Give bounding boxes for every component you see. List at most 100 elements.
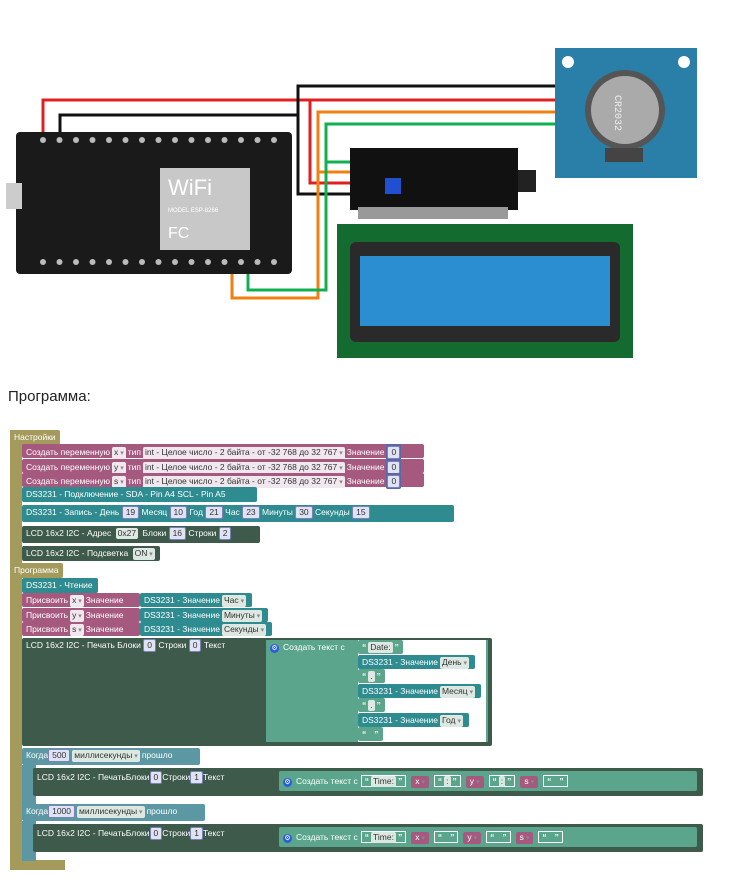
text-literal-block[interactable]: “Time:”: [360, 831, 407, 843]
lcd-print-date-block[interactable]: LCD 16x2 I2C - Печать Блоки 0 Строки 0 Т…: [22, 638, 492, 746]
lcd-backlight-block[interactable]: LCD 16x2 I2C - Подсветка ON: [22, 546, 160, 561]
text-input[interactable]: Time:: [371, 776, 396, 787]
label: Присвоить: [26, 609, 69, 620]
variable-dropdown[interactable]: x: [70, 595, 84, 607]
gear-icon[interactable]: ⚙: [270, 644, 279, 653]
variable-block[interactable]: y: [463, 832, 482, 844]
label: Значение: [85, 624, 124, 634]
unit-dropdown[interactable]: миллисекунды: [77, 806, 145, 818]
text-literal-block[interactable]: “ ”: [486, 831, 511, 843]
month-input[interactable]: 10: [169, 506, 188, 519]
create-text-block[interactable]: ⚙Создать текст с“Time:”x“:”y“:”s“ ”: [279, 771, 697, 791]
milliseconds-input[interactable]: 1000: [48, 805, 76, 818]
row-input[interactable]: 0: [188, 639, 202, 652]
cols-input[interactable]: 16: [168, 527, 187, 540]
create-variable-block[interactable]: Создать переменнуюyтипint - Целое число …: [22, 458, 424, 475]
text-input[interactable]: :: [444, 776, 451, 787]
row-input[interactable]: 1: [190, 771, 203, 784]
text-input[interactable]: Date:: [368, 642, 393, 653]
variable-dropdown[interactable]: s: [70, 624, 84, 636]
year-input[interactable]: 21: [205, 506, 223, 519]
text-literal-block[interactable]: “.”: [358, 669, 385, 683]
variable-block[interactable]: y: [465, 776, 484, 788]
text-literal-block[interactable]: “:”: [488, 775, 516, 787]
header-pin: [238, 259, 244, 265]
variable-block[interactable]: s: [520, 776, 539, 788]
variable-block[interactable]: x: [411, 832, 429, 844]
assign-block[interactable]: ПрисвоитьyЗначение: [22, 607, 140, 622]
address-field[interactable]: 0x27: [115, 528, 139, 539]
ds3231-write-block[interactable]: DS3231 - Запись - День 19 Месяц 10 Год 2…: [22, 505, 454, 522]
text-literal-block[interactable]: “.”: [358, 698, 385, 712]
day-input[interactable]: 19: [121, 506, 140, 519]
value-input[interactable]: 0: [387, 475, 401, 488]
create-text-block[interactable]: ⚙Создать текст с “Date:”DS3231 - Значени…: [266, 640, 488, 742]
when-elapsed-block[interactable]: Когда1000миллисекундыпрошло: [22, 804, 205, 821]
row-input[interactable]: 1: [190, 827, 203, 840]
col-input[interactable]: 0: [149, 827, 163, 840]
minute-input[interactable]: 30: [295, 506, 313, 519]
text-literal-block[interactable]: “Date:”: [358, 640, 403, 654]
gear-icon[interactable]: ⚙: [283, 778, 292, 787]
value-input[interactable]: 0: [387, 460, 401, 474]
variable-name-dropdown[interactable]: s: [112, 476, 126, 488]
label: LCD 16x2 I2C - Печать: [26, 640, 115, 650]
assign-block[interactable]: ПрисвоитьsЗначение: [22, 622, 140, 636]
lcd-init-block[interactable]: LCD 16x2 I2C - Адрес 0x27 Блоки 16 Строк…: [22, 526, 260, 543]
field-dropdown[interactable]: Минуты: [221, 609, 263, 622]
number-block[interactable]: 0: [386, 473, 402, 489]
create-variable-block[interactable]: Создать переменнуюsтипint - Целое число …: [22, 473, 424, 489]
field-dropdown[interactable]: День: [439, 656, 470, 669]
field-dropdown[interactable]: Секунды: [221, 624, 267, 636]
backlight-dropdown[interactable]: ON: [132, 548, 155, 560]
assign-block[interactable]: ПрисвоитьxЗначение: [22, 593, 140, 607]
value-input[interactable]: 0: [387, 446, 401, 459]
type-dropdown[interactable]: int - Целое число - 2 байта - от -32 768…: [143, 461, 345, 474]
hour-input[interactable]: 23: [242, 506, 260, 519]
field-dropdown[interactable]: Месяц: [439, 685, 476, 698]
field-dropdown[interactable]: Час: [221, 595, 247, 607]
text-input[interactable]: .: [368, 671, 375, 682]
type-dropdown[interactable]: int - Целое число - 2 байта - от -32 768…: [143, 447, 345, 459]
text-literal-block[interactable]: “ ”: [538, 831, 563, 843]
unit-dropdown[interactable]: миллисекунды: [72, 750, 140, 762]
text-literal-block[interactable]: “:”: [433, 775, 461, 787]
ds3231-connect-block[interactable]: DS3231 - Подключение - SDA - Pin A4 SCL …: [22, 487, 257, 502]
variable-block[interactable]: x: [411, 776, 429, 788]
type-dropdown[interactable]: int - Целое число - 2 байта - от -32 768…: [143, 476, 345, 488]
rows-input[interactable]: 2: [218, 527, 232, 540]
col-input[interactable]: 0: [143, 639, 157, 652]
create-text-block[interactable]: ⚙ Создать текст с“Time:” x “ ” y “ ” s “ ”: [279, 827, 697, 847]
field-dropdown[interactable]: Год: [439, 714, 463, 727]
second-input[interactable]: 15: [352, 506, 370, 519]
text-literal-block[interactable]: “ ”: [433, 831, 459, 843]
variable-name-dropdown[interactable]: y: [112, 461, 126, 474]
text-literal-block[interactable]: “ ”: [543, 775, 568, 787]
gear-icon[interactable]: ⚙: [283, 834, 292, 843]
text-literal-block[interactable]: “Time:”: [360, 775, 407, 787]
text-input[interactable]: .: [368, 700, 375, 711]
number-block[interactable]: 0: [386, 444, 402, 460]
milliseconds-input[interactable]: 500: [48, 749, 71, 762]
label: Создать текст с: [296, 832, 358, 842]
create-variable-block[interactable]: Создать переменнуюxтипint - Целое число …: [22, 444, 424, 460]
program-hat-block[interactable]: Программа: [10, 563, 63, 578]
variable-block[interactable]: s: [515, 832, 534, 844]
col-input[interactable]: 0: [149, 771, 163, 784]
when-elapsed-block[interactable]: Когда500миллисекундыпрошло: [22, 748, 200, 765]
text-literal-block[interactable]: “ ”: [358, 727, 383, 741]
text-input[interactable]: Time:: [371, 832, 396, 843]
variable-dropdown[interactable]: y: [70, 609, 84, 622]
text-input[interactable]: :: [498, 776, 506, 787]
ds3231-read-block[interactable]: DS3231 - Чтение: [22, 578, 98, 593]
variable-name-dropdown[interactable]: x: [112, 447, 126, 459]
setup-hat-block[interactable]: Настройки: [10, 430, 60, 445]
